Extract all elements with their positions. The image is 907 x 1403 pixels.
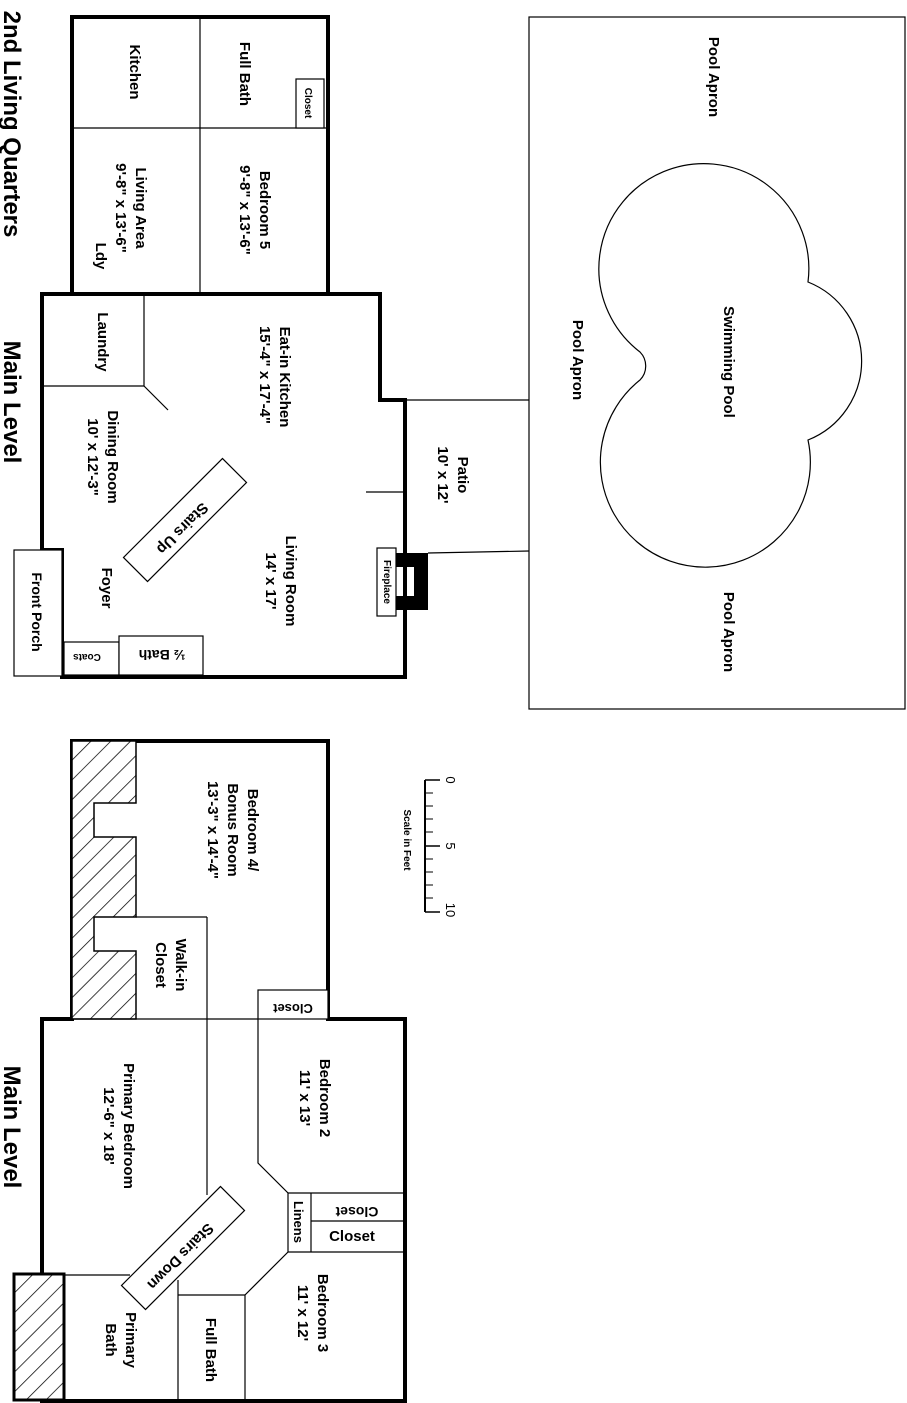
label-bedroom4-dim: 13'-3" x 14'-4" (204, 781, 221, 879)
stairs-up-shape (122, 457, 248, 583)
bedroom2-bedroom3-walls (244, 1019, 289, 1401)
label-half-bath: ½ Bath (139, 647, 186, 663)
label-full-bath-top: Full Bath (236, 42, 253, 106)
patio-bottom-edge (427, 550, 530, 554)
scale-bar: 0 5 10 Scale in Feet (401, 776, 458, 917)
label-closet-b3: Closet (329, 1228, 375, 1245)
label-eatin-kitchen: Eat-in Kitchen (276, 327, 293, 428)
fireplace-box (376, 547, 397, 617)
label-bedroom3: Bedroom 3 (314, 1274, 331, 1352)
label-bedroom5: Bedroom 5 (256, 171, 273, 249)
scale-label-10: 10 (443, 903, 458, 917)
front-porch-box (13, 549, 63, 677)
label-front-porch: Front Porch (29, 572, 45, 651)
main-level-top-plan (13, 292, 428, 679)
label-full-bath-bottom: Full Bath (202, 1318, 219, 1382)
label-kitchen-2nd: Kitchen (126, 44, 143, 99)
pool-area (405, 16, 906, 710)
second-living-quarters (70, 15, 330, 296)
label-primary-bedroom-dim: 12'-6" x 18' (100, 1087, 117, 1165)
half-bath-box (118, 635, 204, 676)
label-ldy: Ldy (92, 243, 109, 270)
label-living-area-dim: 9'-8" x 13'-6" (112, 163, 129, 253)
closet-b4-box (257, 989, 329, 1020)
label-bedroom5-dim: 9'-8" x 13'-6" (236, 165, 253, 255)
label-closet-b2: Closet (335, 1204, 378, 1220)
label-bedroom2-dim: 11' x 13' (296, 1070, 313, 1126)
label-pool-apron-3: Pool Apron (720, 592, 737, 672)
label-living-room-dim: 14' x 17' (262, 552, 279, 609)
label-swimming-pool: Swimming Pool (720, 306, 737, 418)
label-eatin-kitchen-dim: 15'-4" x 17'-4" (256, 326, 273, 424)
label-dining-room: Dining Room (104, 410, 121, 503)
pool-apron-box (528, 16, 906, 710)
label-fireplace: Fireplace (381, 560, 392, 604)
title-main-level-bottom: Main Level (0, 1066, 25, 1189)
fireplace-icon (396, 553, 428, 610)
label-patio: Patio (454, 457, 471, 494)
coats-box (63, 641, 120, 676)
kitchen-angle-wall (143, 385, 169, 411)
scale-title: Scale in Feet (401, 809, 412, 871)
label-primary-bedroom: Primary Bedroom (120, 1063, 137, 1189)
scale-label-5: 5 (443, 842, 458, 849)
closet-top-box (295, 78, 325, 129)
label-bonus-room: Bonus Room (224, 783, 241, 876)
label-pool-apron-1: Pool Apron (705, 37, 722, 117)
label-primary-bath-2: Bath (102, 1323, 119, 1356)
label-closet-b4: Closet (272, 1001, 312, 1016)
label-linens: Linens (291, 1201, 306, 1243)
hatched-area-top (71, 740, 137, 1020)
title-second-living: 2nd Living Quarters (0, 11, 25, 238)
label-living-area: Living Area (132, 167, 149, 249)
label-coats: Coats (73, 651, 101, 662)
label-pool-apron-2: Pool Apron (569, 320, 586, 400)
title-main-level-top: Main Level (0, 341, 25, 464)
label-foyer: Foyer (98, 568, 115, 609)
hatched-area-bottom (12, 1272, 66, 1402)
label-patio-dim: 10' x 12' (434, 446, 451, 503)
label-bedroom3-dim: 11' x 12' (294, 1285, 311, 1341)
label-bedroom2: Bedroom 2 (316, 1059, 333, 1137)
label-walkin-closet: Closet (152, 942, 169, 988)
swimming-pool-shape (598, 163, 863, 568)
stairs-down-shape (120, 1185, 246, 1311)
label-closet-top: Closet (302, 88, 313, 119)
label-dining-room-dim: 10' x 12'-3" (84, 418, 101, 496)
scale-label-0: 0 (443, 776, 458, 783)
label-walkin: Walk-in (172, 939, 189, 992)
label-living-room: Living Room (282, 536, 299, 627)
label-laundry: Laundry (94, 312, 111, 372)
label-bedroom4: Bedroom 4/ (244, 789, 261, 872)
label-primary-bath: Primary (122, 1312, 139, 1369)
main-level-bottom-plan (12, 739, 407, 1403)
